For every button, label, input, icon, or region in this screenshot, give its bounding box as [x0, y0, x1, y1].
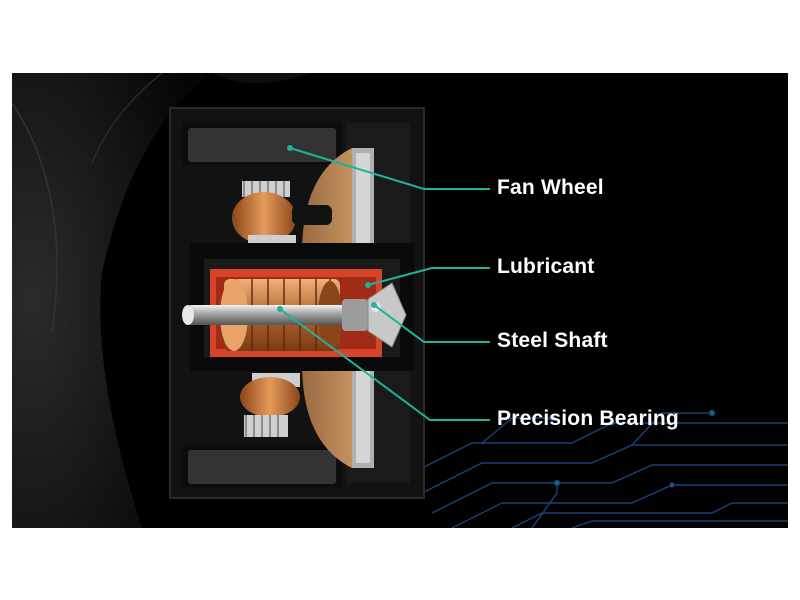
label-lubricant: Lubricant: [497, 255, 594, 279]
diagram-panel: Fan Wheel Lubricant Steel Shaft Precisio…: [12, 73, 788, 528]
label-precision-bearing: Precision Bearing: [497, 407, 679, 431]
label-fan-wheel: Fan Wheel: [497, 176, 604, 200]
label-steel-shaft: Steel Shaft: [497, 329, 608, 353]
fan-cutaway-illustration: [12, 73, 788, 528]
